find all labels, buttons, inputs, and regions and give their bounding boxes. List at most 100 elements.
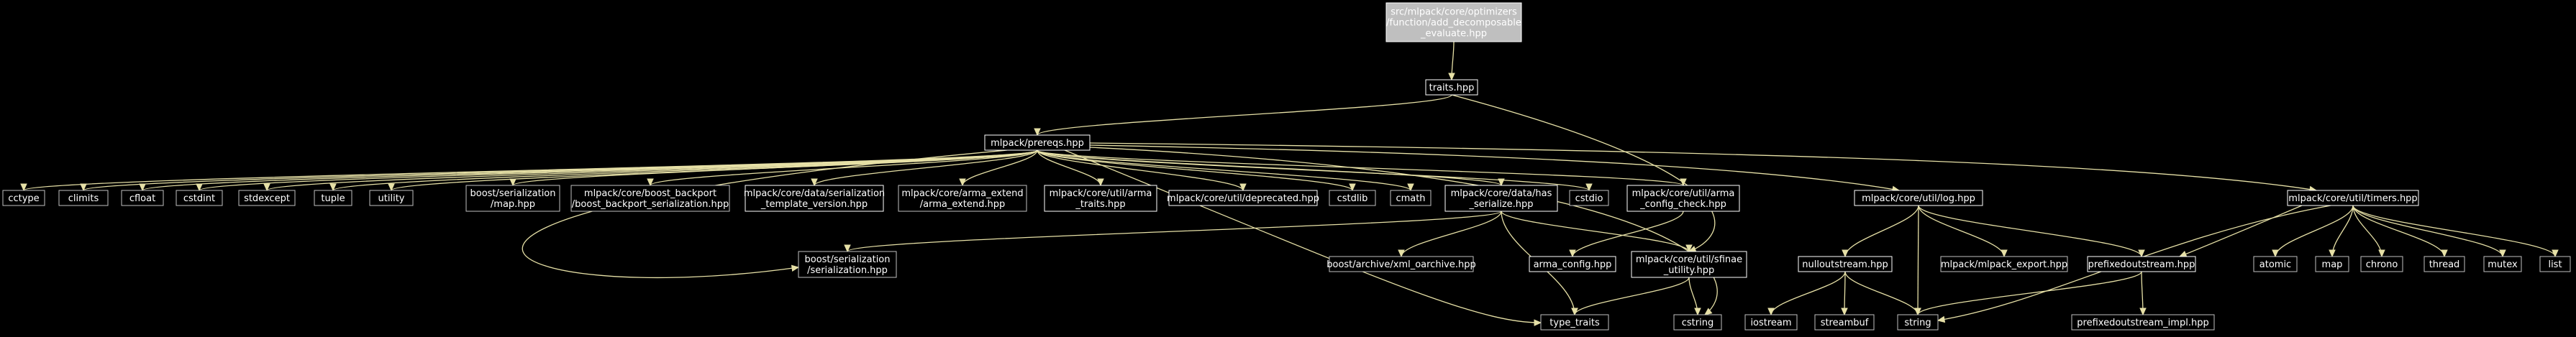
- node-prefixedoutstream_impl[interactable]: prefixedoutstream_impl.hpp: [2071, 314, 2215, 331]
- edge-line: [1089, 142, 2317, 191]
- node-mutex[interactable]: mutex: [2483, 256, 2522, 272]
- node-cstdlib[interactable]: cstdlib: [1329, 190, 1376, 206]
- node-label: mlpack/core/util/arma: [1050, 188, 1152, 199]
- edge-timers-to-mutex: [2352, 205, 2506, 258]
- node-box: [1425, 79, 1478, 96]
- edge-sfinae-to-type_traits: [1571, 277, 1690, 316]
- node-utility[interactable]: utility: [369, 190, 414, 206]
- node-label: type_traits: [1549, 318, 1600, 328]
- edge-line: [1918, 205, 2142, 257]
- node-box: [1390, 190, 1432, 206]
- node-cmath[interactable]: cmath: [1390, 190, 1432, 206]
- node-mlpack_export[interactable]: mlpack/mlpack_export.hpp: [1940, 256, 2068, 272]
- edge-prereqs-to-cstring: [1089, 147, 1718, 315]
- edge-line: [522, 149, 1008, 279]
- edge-arrowhead: [2329, 249, 2336, 258]
- node-cstring[interactable]: cstring: [1673, 314, 1722, 331]
- node-arma_traits[interactable]: mlpack/core/util/arma_traits.hpp: [1044, 185, 1157, 212]
- node-label: streambuf: [1821, 318, 1869, 328]
- node-prefixedoutstream[interactable]: prefixedoutstream.hpp: [2087, 256, 2196, 272]
- edge-line: [1037, 149, 1684, 186]
- node-map[interactable]: map: [2315, 256, 2349, 272]
- edge-root-to-traits: [1448, 41, 1455, 81]
- edge-line: [2352, 205, 2556, 257]
- node-type_traits[interactable]: type_traits: [1540, 314, 1609, 331]
- edge-line: [1037, 94, 1452, 136]
- node-prereqs[interactable]: mlpack/prereqs.hpp: [984, 134, 1091, 151]
- node-string[interactable]: string: [1897, 314, 1939, 331]
- edge-line: [1089, 147, 1718, 315]
- node-boost_backport[interactable]: mlpack/core/boost_backport/boost_backpor…: [570, 185, 730, 212]
- edge-line: [1917, 271, 2142, 315]
- node-label: tuple: [321, 193, 345, 204]
- node-cstdio[interactable]: cstdio: [1569, 190, 1609, 206]
- edge-arrowhead: [80, 183, 87, 192]
- edge-sfinae-to-cstring: [1688, 277, 1701, 316]
- node-arma_extend[interactable]: mlpack/core/arma_extend/arma_extend.hpp: [898, 185, 1027, 212]
- node-box: [2423, 256, 2465, 272]
- node-streambuf[interactable]: streambuf: [1814, 314, 1875, 331]
- node-xml_oarchive[interactable]: boost/archive/xml_oarchive.hpp: [1326, 256, 1476, 272]
- edge-arrowhead: [2378, 249, 2385, 258]
- node-atomic[interactable]: atomic: [2253, 256, 2298, 272]
- edge-prereqs-to-arma_traits: [1037, 149, 1104, 187]
- node-cstdint[interactable]: cstdint: [176, 190, 223, 206]
- node-box: [1329, 256, 1474, 272]
- edge-arrowhead: [811, 178, 818, 187]
- edge-log-to-mlpack_export: [1918, 205, 2008, 258]
- edge-prereqs-to-deprecated: [1037, 149, 1247, 192]
- node-thread[interactable]: thread: [2423, 256, 2465, 272]
- node-boost_map[interactable]: boost/serialization/map.hpp: [465, 185, 560, 212]
- node-cctype[interactable]: cctype: [2, 190, 45, 206]
- node-tuple[interactable]: tuple: [314, 190, 352, 206]
- edge-prereqs-to-boost_serialization: [522, 149, 1008, 279]
- edge-arrowhead: [1448, 73, 1455, 81]
- node-label: boost/serialization: [804, 254, 890, 265]
- edge-arrowhead: [1569, 249, 1576, 258]
- node-label: /map.hpp: [491, 199, 535, 210]
- node-box: [1631, 251, 1747, 278]
- node-list[interactable]: list: [2539, 256, 2571, 272]
- node-root[interactable]: src/mlpack/core/optimizers/function/add_…: [1385, 2, 1522, 42]
- node-sfinae[interactable]: mlpack/core/util/sfinae_utility.hpp: [1631, 251, 1747, 278]
- edge-has_serialize-to-xml_oarchive: [1398, 211, 1502, 258]
- node-nulloutstream[interactable]: nulloutstream.hpp: [1798, 256, 1893, 272]
- node-label: mlpack/core/arma_extend: [901, 188, 1023, 199]
- edge-arrowhead: [2499, 249, 2506, 258]
- node-box: [1854, 190, 1983, 206]
- node-chrono[interactable]: chrono: [2360, 256, 2403, 272]
- node-label: /arma_extend.hpp: [920, 199, 1006, 210]
- node-box: [314, 190, 352, 206]
- node-cfloat[interactable]: cfloat: [121, 190, 164, 206]
- node-label: string: [1904, 318, 1931, 328]
- node-label: traits.hpp: [1429, 83, 1475, 93]
- node-label: _utility.hpp: [1663, 265, 1714, 276]
- node-box: [898, 185, 1027, 212]
- node-box: [238, 190, 296, 206]
- node-boost_serialization[interactable]: boost/serialization/serialization.hpp: [798, 251, 897, 278]
- node-label: list: [2548, 259, 2562, 270]
- node-box: [1897, 314, 1939, 331]
- node-arma_config[interactable]: arma_config.hpp: [1529, 256, 1616, 272]
- edge-line: [1037, 149, 1353, 191]
- node-arma_config_check[interactable]: mlpack/core/util/arma_config_check.hpp: [1626, 185, 1740, 212]
- node-log[interactable]: mlpack/core/util/log.hpp: [1854, 190, 1983, 206]
- node-stdexcept[interactable]: stdexcept: [238, 190, 296, 206]
- node-box: [1385, 2, 1522, 42]
- node-label: mlpack/core/data/has: [1451, 188, 1552, 199]
- edge-nulloutstream-to-streambuf: [1841, 271, 1848, 316]
- edge-line: [1572, 211, 1684, 257]
- node-deprecated[interactable]: mlpack/core/util/deprecated.hpp: [1167, 190, 1319, 206]
- edge-arrowhead: [1398, 249, 1405, 258]
- edge-arrowhead: [1034, 128, 1041, 137]
- node-ser_template[interactable]: mlpack/core/data/serialization_template_…: [744, 185, 885, 212]
- node-iostream[interactable]: iostream: [1744, 314, 1798, 331]
- node-box: [1569, 190, 1609, 206]
- node-timers[interactable]: mlpack/core/util/timers.hpp: [2287, 190, 2419, 206]
- edge-arrowhead: [647, 178, 654, 187]
- node-box: [1673, 314, 1722, 331]
- node-traits[interactable]: traits.hpp: [1425, 79, 1478, 96]
- node-climits[interactable]: climits: [58, 190, 109, 206]
- edge-prereqs-to-ser_template: [811, 149, 1038, 187]
- node-has_serialize[interactable]: mlpack/core/data/has_serialize.hpp: [1444, 185, 1558, 212]
